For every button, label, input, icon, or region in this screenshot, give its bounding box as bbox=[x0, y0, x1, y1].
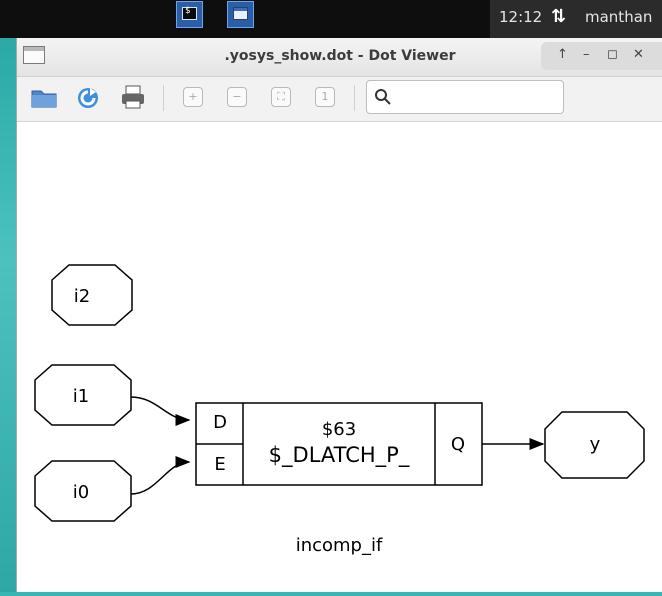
pin-icon[interactable]: ↑ bbox=[557, 47, 568, 62]
dlatch-cell[interactable]: D E $63 $_DLATCH_P_ Q bbox=[195, 402, 483, 486]
app-icon bbox=[23, 46, 45, 64]
search-icon bbox=[375, 89, 391, 105]
maximize-icon[interactable]: ◻ bbox=[607, 47, 618, 62]
input-node-i0[interactable]: i0 bbox=[34, 460, 132, 522]
window-controls: ↑ – ◻ ✕ bbox=[541, 42, 662, 70]
edge-i0-e bbox=[130, 456, 191, 495]
graph-canvas[interactable]: i2 i1 i0 D E $63 bbox=[17, 122, 662, 592]
cell-type-label: $_DLATCH_P_ bbox=[269, 443, 410, 468]
minus-icon: − bbox=[232, 90, 242, 103]
zoom-fit-button[interactable]: ⛶ bbox=[271, 87, 291, 107]
close-icon[interactable]: ✕ bbox=[633, 47, 644, 62]
node-label: i0 bbox=[73, 482, 89, 503]
title-bar[interactable]: .yosys_show.dot - Dot Viewer ↑ – ◻ ✕ bbox=[17, 38, 662, 77]
user-name[interactable]: manthan bbox=[585, 8, 653, 26]
port-q-label: Q bbox=[451, 434, 465, 455]
minimize-icon[interactable]: – bbox=[583, 47, 590, 62]
clock: 12:12 bbox=[499, 8, 543, 26]
search-input[interactable] bbox=[397, 87, 561, 109]
node-label: y bbox=[590, 434, 601, 455]
graph-svg: i2 i1 i0 D E $63 bbox=[34, 264, 645, 556]
input-node-i1[interactable]: i1 bbox=[34, 364, 132, 426]
one-to-one-icon: 1 bbox=[321, 90, 329, 103]
toolbar: + − ⛶ 1 bbox=[17, 77, 662, 122]
reload-button[interactable] bbox=[73, 82, 103, 112]
input-node-i2[interactable]: i2 bbox=[51, 264, 133, 326]
folder-icon bbox=[31, 90, 57, 108]
node-label: i1 bbox=[73, 386, 89, 407]
search-box[interactable] bbox=[366, 80, 564, 114]
print-button[interactable] bbox=[118, 82, 148, 112]
port-e-label: E bbox=[214, 454, 225, 475]
node-label: i2 bbox=[74, 286, 90, 307]
top-panel: 12:12 ⇅ manthan bbox=[0, 0, 662, 38]
window-title: .yosys_show.dot - Dot Viewer bbox=[224, 48, 456, 64]
desktop-background bbox=[0, 38, 16, 592]
terminal-icon bbox=[182, 6, 197, 20]
window-icon bbox=[233, 7, 248, 20]
output-node-y[interactable]: y bbox=[544, 411, 645, 479]
refresh-icon bbox=[78, 88, 98, 108]
network-updown-icon[interactable]: ⇅ bbox=[551, 6, 567, 27]
edge-i1-d bbox=[130, 396, 191, 426]
port-d-label: D bbox=[213, 412, 227, 433]
window-task-button[interactable] bbox=[227, 1, 254, 28]
open-folder-button[interactable] bbox=[29, 82, 59, 112]
zoom-100-button[interactable]: 1 bbox=[315, 87, 335, 107]
fit-icon: ⛶ bbox=[277, 90, 285, 103]
zoom-in-button[interactable]: + bbox=[183, 87, 203, 107]
module-name-label: incomp_if bbox=[296, 535, 383, 556]
printer-icon bbox=[122, 85, 144, 109]
cell-id-label: $63 bbox=[322, 419, 356, 440]
dot-viewer-window: .yosys_show.dot - Dot Viewer ↑ – ◻ ✕ bbox=[16, 38, 662, 592]
plus-icon: + bbox=[188, 90, 198, 103]
terminal-task-button[interactable] bbox=[176, 1, 203, 28]
zoom-out-button[interactable]: − bbox=[227, 87, 247, 107]
